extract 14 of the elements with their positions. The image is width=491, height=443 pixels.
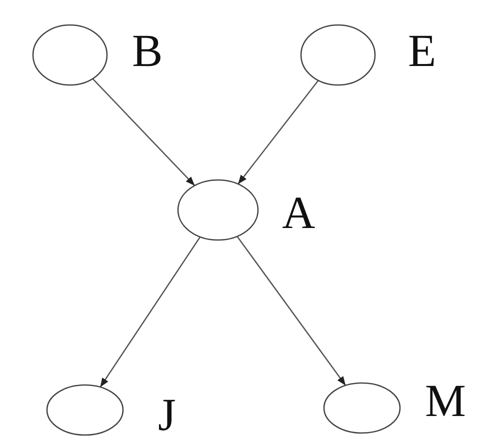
node-ellipse bbox=[323, 382, 401, 434]
node-label: B bbox=[132, 28, 163, 74]
arrow bbox=[100, 236, 201, 388]
arrow bbox=[236, 236, 346, 386]
node-ellipse bbox=[46, 384, 124, 436]
node-label: M bbox=[425, 378, 466, 424]
node-ellipse bbox=[177, 179, 259, 241]
node-label: A bbox=[282, 190, 316, 236]
arrow bbox=[92, 78, 196, 186]
node-ellipse bbox=[300, 24, 376, 86]
node-label: E bbox=[408, 28, 436, 74]
node-ellipse bbox=[32, 24, 108, 86]
arrow bbox=[238, 80, 319, 184]
node-label: J bbox=[158, 392, 176, 438]
